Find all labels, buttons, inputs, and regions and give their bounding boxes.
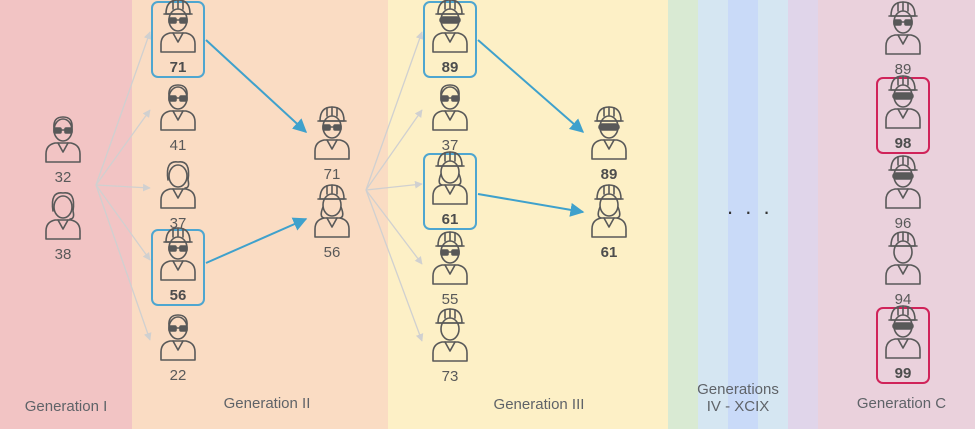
- worker-hardhat-icon: [432, 308, 468, 362]
- woman-icon: [45, 192, 81, 240]
- nodes-layer: 32 38 71 41 37 56 22 71 56 89 37 61 55 73 89 61 89 98 96 94…: [45, 0, 930, 385]
- person-node: 41: [160, 84, 196, 154]
- person-node: 55: [432, 231, 468, 308]
- offspring-arrow: [95, 184, 151, 261]
- offspring-arrow: [365, 180, 423, 191]
- band-generation-4-blue: [728, 0, 758, 429]
- fitness-score: 98: [895, 135, 912, 152]
- person-node: 99: [876, 305, 930, 384]
- person-node: 73: [432, 308, 468, 385]
- fitness-score: 38: [55, 246, 72, 263]
- fitness-score: 55: [442, 291, 459, 308]
- person-node: 56: [151, 227, 205, 306]
- offspring-arrow: [365, 109, 423, 191]
- person-node: 71: [151, 0, 205, 78]
- worker-glasses-icon: [160, 314, 196, 361]
- fitness-score: 56: [170, 287, 187, 304]
- selection-arrow: [205, 217, 308, 264]
- fitness-score: 99: [895, 365, 912, 382]
- band-generation-2: [132, 0, 388, 429]
- offspring-arrow: [95, 31, 152, 186]
- worker-hardhat-glasses-icon: [885, 1, 921, 55]
- label-generation-2: Generation II: [223, 395, 311, 412]
- person-node: 61: [423, 151, 477, 230]
- fitness-score: 32: [55, 169, 72, 186]
- offspring-arrow: [365, 31, 424, 191]
- person-node: 94: [885, 231, 921, 308]
- person-node: 37: [432, 84, 468, 154]
- worker-glasses-icon: [45, 116, 81, 163]
- woman-icon: [160, 161, 196, 209]
- worker-hardhat-woman-icon: [314, 184, 350, 238]
- band-generation-1: [0, 0, 132, 429]
- person-node: 89: [885, 1, 921, 78]
- worker-hardhat-goggles-icon: [885, 305, 921, 359]
- offspring-arrow: [95, 109, 151, 186]
- fitness-score: 71: [170, 59, 187, 76]
- offspring-arrow: [365, 189, 424, 342]
- band-generation-4-green: [668, 0, 698, 429]
- label-generation-1: Generation I: [24, 398, 108, 415]
- band-generation-4-lightblue-2: [758, 0, 788, 429]
- fitness-score: 71: [324, 166, 341, 183]
- worker-hardhat-woman-icon: [432, 151, 468, 205]
- worker-hardhat-icon: [885, 231, 921, 285]
- fitness-score: 41: [170, 137, 187, 154]
- person-node: 71: [314, 106, 350, 183]
- fitness-score: 89: [601, 166, 618, 183]
- worker-hardhat-goggles-icon: [432, 0, 468, 53]
- worker-hardhat-glasses-icon: [314, 106, 350, 160]
- fitness-score: 89: [442, 59, 459, 76]
- fitness-score: 94: [895, 291, 912, 308]
- band-generation-3: [388, 0, 668, 429]
- person-node: 98: [876, 75, 930, 154]
- selection-arrow: [477, 39, 585, 133]
- fitness-score: 61: [601, 244, 618, 261]
- band-generation-4-purple: [788, 0, 818, 429]
- person-node: 89: [591, 106, 627, 183]
- fitness-score: 22: [170, 367, 187, 384]
- worker-hardhat-glasses-icon: [432, 231, 468, 285]
- selection-arrow: [477, 193, 585, 217]
- label-generations-4-99-line2: IV - XCIX: [706, 398, 770, 415]
- label-generation-3: Generation III: [493, 396, 585, 413]
- worker-hardhat-woman-icon: [591, 184, 627, 238]
- offspring-arrow: [365, 189, 423, 265]
- person-node: 96: [885, 155, 921, 232]
- fitness-score: 37: [442, 137, 459, 154]
- person-node: 22: [160, 314, 196, 384]
- worker-glasses-icon: [160, 84, 196, 131]
- worker-hardhat-goggles-icon: [885, 75, 921, 129]
- label-generations-4-99: Generations IV - XCIX: [668, 381, 808, 415]
- offspring-arrow: [95, 183, 151, 192]
- fitness-score: 73: [442, 368, 459, 385]
- person-node: 32: [45, 116, 81, 186]
- label-generations-4-99-line1: Generations: [697, 381, 779, 398]
- worker-hardhat-goggles-icon: [591, 106, 627, 160]
- label-generation-c: Generation C: [856, 395, 947, 412]
- worker-glasses-icon: [432, 84, 468, 131]
- offspring-arrow: [95, 184, 152, 341]
- worker-hardhat-goggles-icon: [885, 155, 921, 209]
- person-node: 61: [591, 184, 627, 261]
- fitness-score: 89: [895, 61, 912, 78]
- band-generation-4-lightblue: [698, 0, 728, 429]
- fitness-score: 56: [324, 244, 341, 261]
- worker-hardhat-glasses-icon: [160, 227, 196, 281]
- fitness-score: 96: [895, 215, 912, 232]
- person-node: 37: [160, 161, 196, 232]
- selection-arrow: [205, 39, 308, 133]
- fitness-score: 61: [442, 211, 459, 228]
- worker-hardhat-glasses-icon: [160, 0, 196, 53]
- person-node: 38: [45, 192, 81, 263]
- ellipsis: . . .: [727, 194, 773, 219]
- edges-layer: [95, 31, 585, 342]
- person-node: 56: [314, 184, 350, 261]
- person-node: 89: [423, 0, 477, 78]
